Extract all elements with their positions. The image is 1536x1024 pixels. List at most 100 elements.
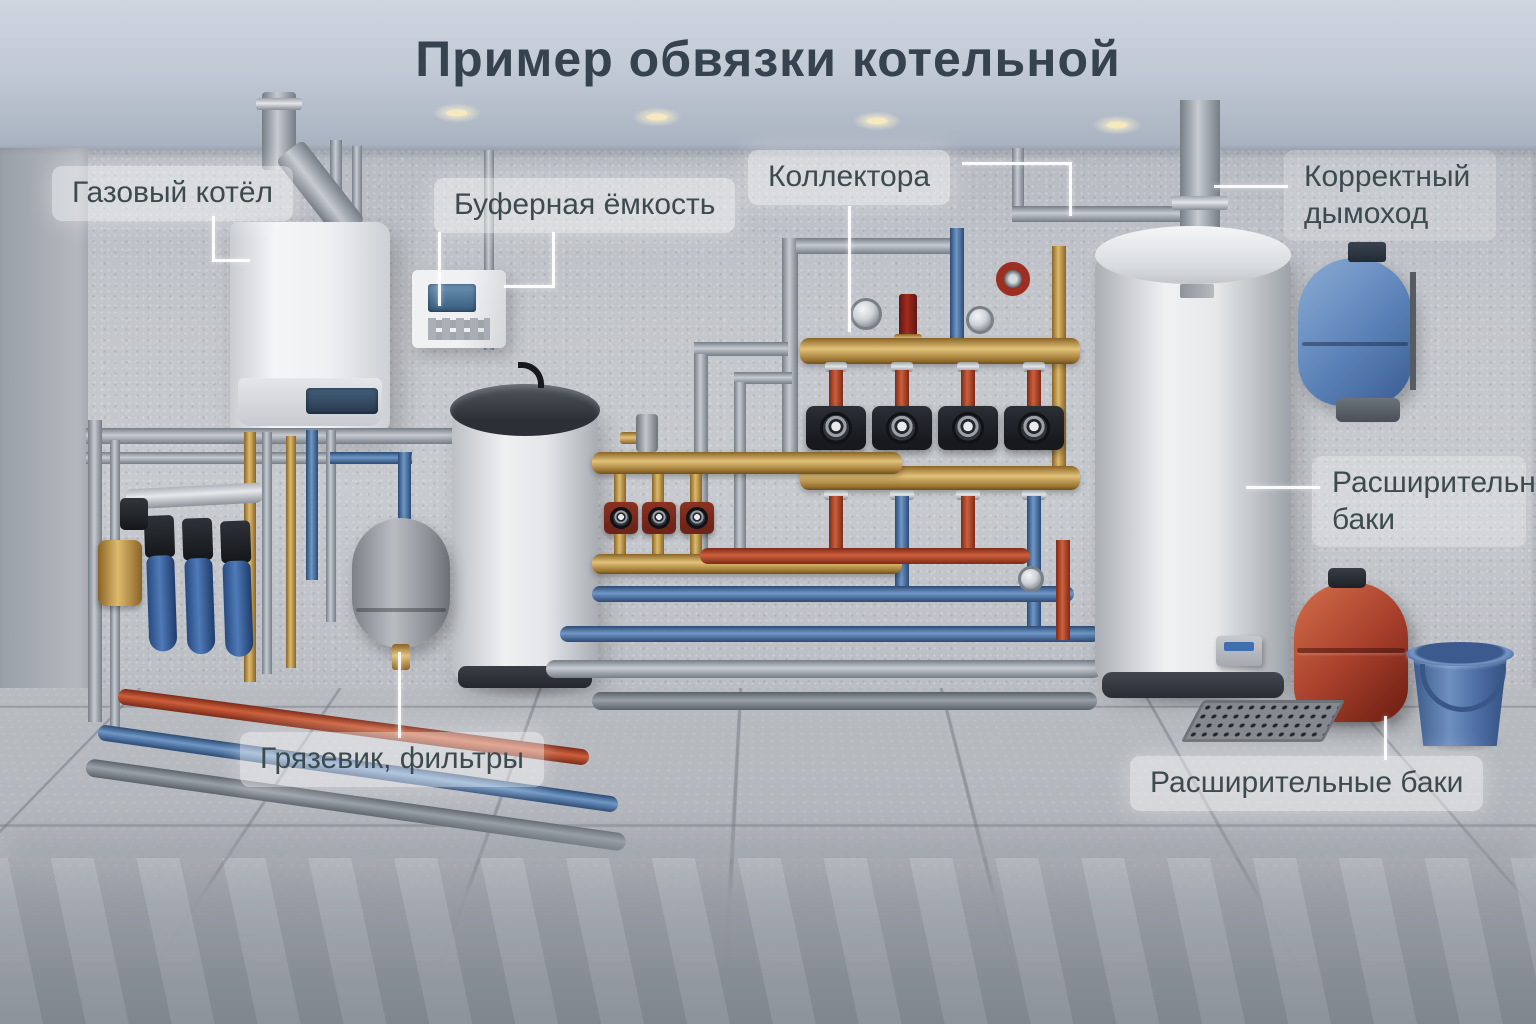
- union-nut: [824, 490, 848, 500]
- callout-line-buffer: [438, 232, 441, 306]
- pump-dial: [610, 507, 632, 529]
- pipe-cold: [950, 228, 964, 340]
- pump-dial: [686, 507, 708, 529]
- flue-collar: [256, 98, 302, 110]
- pipe-hot: [895, 370, 909, 408]
- pipe-steel: [484, 150, 494, 350]
- wall-bracket: [1410, 272, 1416, 390]
- pipe-brass: [652, 534, 664, 556]
- expansion-tank-grey: [352, 518, 450, 648]
- pipe-steel: [694, 342, 788, 356]
- water-filters: [135, 498, 271, 662]
- pressure-gauge: [1018, 566, 1044, 592]
- union-nut: [825, 362, 847, 372]
- storage-tank-base: [1102, 672, 1284, 698]
- buffer-tank-lid: [450, 384, 600, 436]
- tank-seam: [1302, 342, 1408, 346]
- union-nut: [1023, 362, 1045, 372]
- callout-line-chimney: [1214, 185, 1288, 188]
- filter-bowl: [222, 560, 254, 658]
- pipe-cold: [592, 586, 1074, 602]
- control-panel-screen: [428, 284, 476, 312]
- pipe-steel: [782, 238, 798, 454]
- pipe-steel: [1012, 148, 1024, 218]
- pipe-steel: [592, 692, 1097, 710]
- pipe-hot: [829, 370, 843, 408]
- ceiling-light: [1084, 112, 1150, 138]
- tank-top-fitting: [1348, 242, 1386, 262]
- label-dirt-trap-filters: Грязевик, фильтры: [240, 732, 544, 787]
- callout-line-gas-boiler: [212, 216, 215, 262]
- valve-body: [636, 414, 658, 452]
- callout-line-collectors: [1069, 162, 1072, 216]
- safety-valve: [899, 294, 917, 340]
- callout-line-expansion-right: [1246, 486, 1320, 489]
- pipe-steel: [88, 420, 102, 722]
- pump-dial: [952, 412, 984, 444]
- pipe-hot: [829, 496, 843, 554]
- pipe-brass: [614, 534, 626, 556]
- filter-bowl: [184, 557, 216, 655]
- callout-line-collectors: [848, 206, 851, 332]
- pipe-cold: [895, 496, 909, 592]
- label-collectors: Коллектора: [748, 150, 951, 205]
- storage-tank: [1095, 248, 1291, 688]
- pipe-brass: [690, 534, 702, 556]
- tank-seam: [1297, 648, 1405, 653]
- union-nut: [891, 362, 913, 372]
- callout-line-buffer: [504, 285, 555, 288]
- pipe-cold: [1027, 496, 1041, 632]
- callout-line-dirt-filter: [398, 652, 401, 738]
- pipe-hot: [1056, 540, 1070, 640]
- pipe-cold: [306, 430, 318, 580]
- tank-bottom-fitting: [1336, 398, 1400, 422]
- pipe-hot: [1027, 370, 1041, 408]
- pipe-hot: [961, 370, 975, 408]
- pump-dial: [820, 412, 852, 444]
- pump-dial: [1018, 412, 1050, 444]
- pipe-brass: [614, 474, 626, 504]
- pump-dial: [886, 412, 918, 444]
- buffer-tank-faucet: [518, 362, 544, 388]
- ceiling: [0, 0, 1536, 150]
- callout-line-expansion-bottom: [1384, 716, 1387, 760]
- pipe-steel: [86, 428, 466, 444]
- tank-seam: [356, 608, 446, 612]
- callout-line-buffer: [552, 232, 555, 288]
- pipe-hot: [700, 548, 1030, 564]
- expansion-tank-blue: [1298, 258, 1412, 406]
- boiler-display: [306, 388, 378, 414]
- pipe-brass: [652, 474, 664, 504]
- buffer-tank: [452, 406, 598, 684]
- chimney-collar: [1172, 196, 1228, 210]
- filter-cartridge: [219, 520, 252, 564]
- left-wall: [0, 148, 88, 720]
- control-panel-buttons: [428, 318, 490, 340]
- pipe-steel: [1012, 206, 1184, 222]
- pipe-cold: [330, 452, 412, 464]
- pipe-steel: [796, 238, 958, 254]
- callout-line-gas-boiler: [212, 259, 250, 262]
- pressure-gauge: [850, 298, 882, 330]
- foreground-blur: [0, 858, 1536, 1024]
- pipe-brass: [690, 474, 702, 504]
- label-expansion-tanks-right: Расширительные баки: [1312, 456, 1536, 548]
- union-nut: [890, 490, 914, 500]
- label-buffer-tank: Буферная ёмкость: [434, 178, 736, 233]
- union-nut: [1022, 490, 1046, 500]
- page-title: Пример обвязки котельной: [415, 31, 1121, 87]
- pipe-steel: [352, 146, 362, 234]
- label-gas-boiler: Газовый котёл: [52, 166, 294, 221]
- ceiling-light: [424, 100, 490, 126]
- pipe-steel: [262, 432, 272, 674]
- filter-cartridge: [181, 517, 214, 561]
- brass-valve: [98, 540, 142, 606]
- pipe-steel: [734, 372, 792, 384]
- label-correct-chimney: Корректный дымоход: [1284, 150, 1496, 242]
- union-nut: [956, 490, 980, 500]
- manifold-top-bar: [592, 452, 902, 474]
- ceiling-light: [844, 108, 910, 134]
- pipe-steel: [546, 660, 1102, 678]
- floor-drain: [1180, 700, 1346, 742]
